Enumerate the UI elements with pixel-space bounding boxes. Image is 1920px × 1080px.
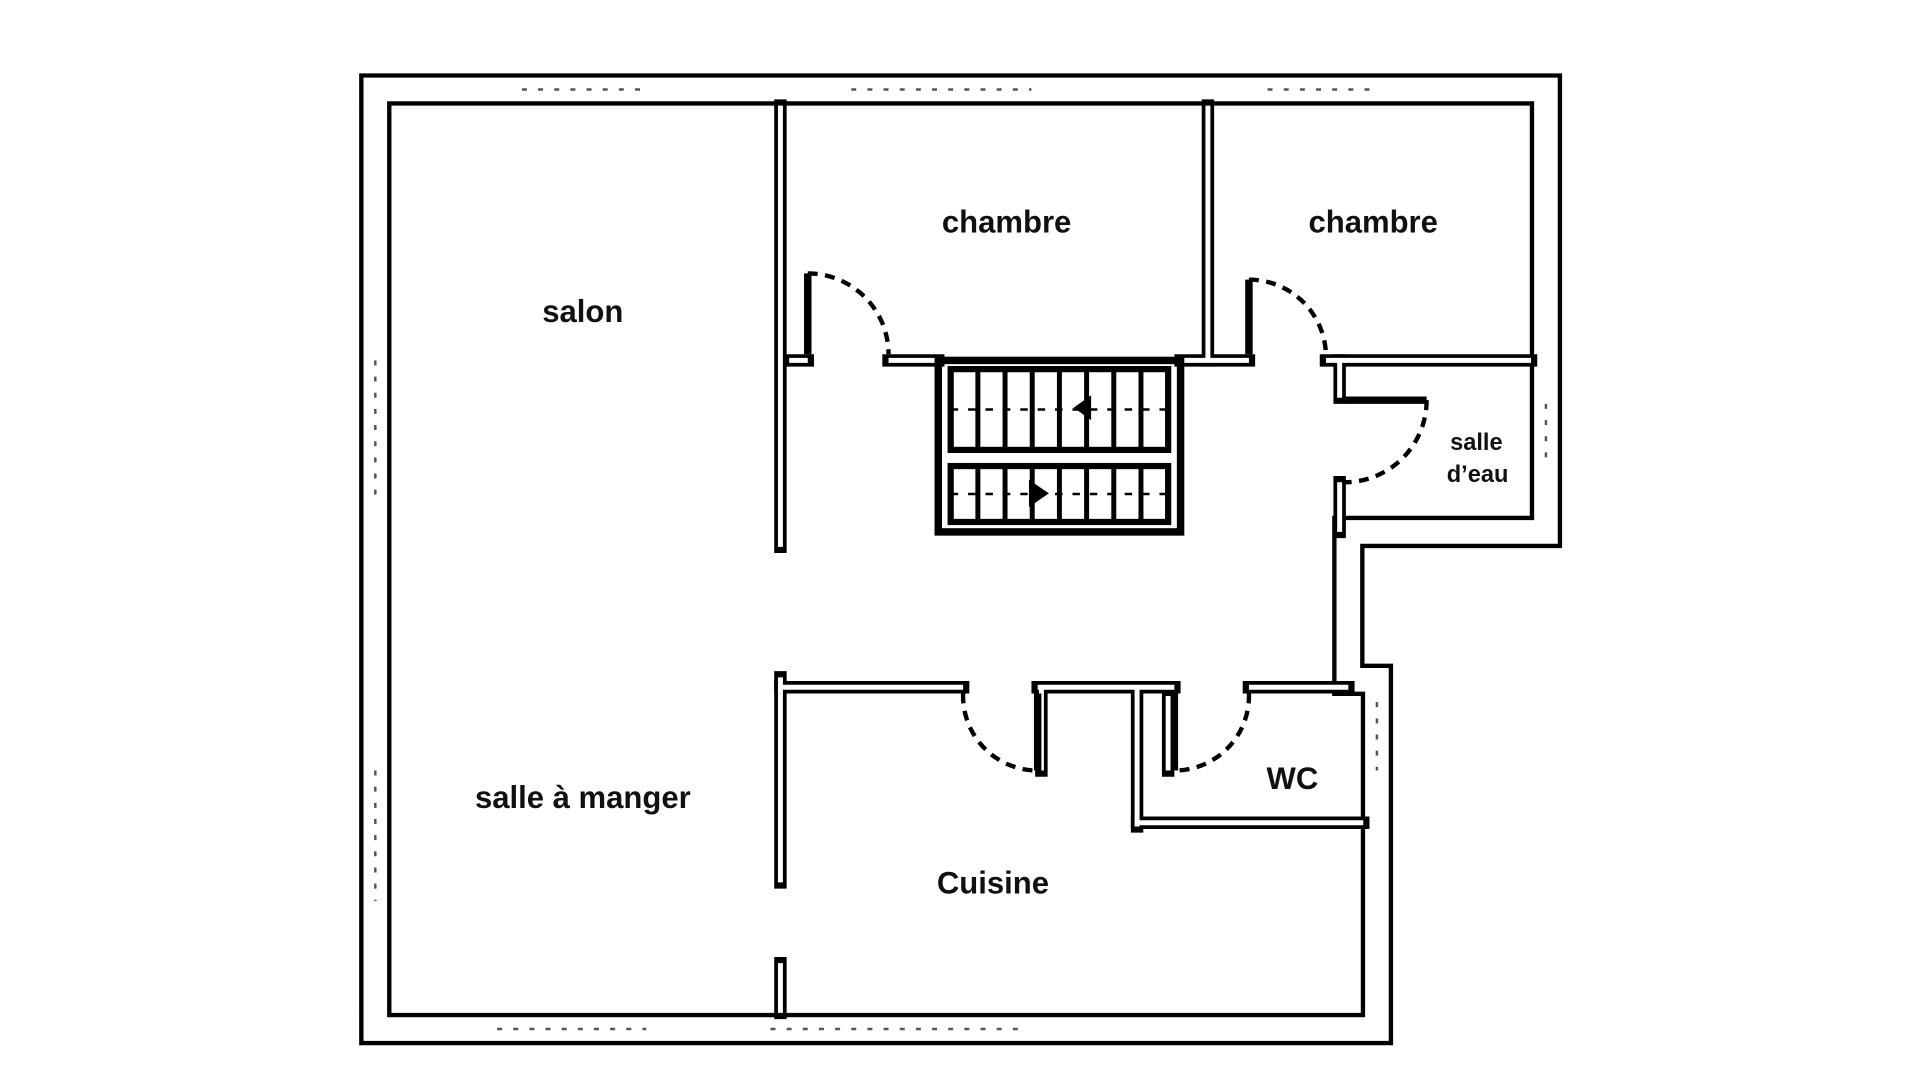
- label-wc: WC: [1267, 761, 1319, 796]
- label-chambre-2: chambre: [1308, 204, 1437, 239]
- interior-walls: [774, 99, 1538, 1020]
- label-salle-deau-1: salle: [1450, 430, 1503, 456]
- stair-arrow-icon: [1073, 395, 1092, 421]
- stair-frame: [934, 356, 1185, 536]
- doors: [804, 271, 1429, 773]
- stair-arrow-icon: [1028, 479, 1049, 508]
- label-cuisine: Cuisine: [937, 866, 1049, 901]
- room-labels: salon salle à manger chambre chambre sal…: [475, 204, 1508, 900]
- label-salon: salon: [542, 294, 623, 329]
- label-salle-deau-2: d’eau: [1447, 462, 1509, 488]
- staircase: [934, 356, 1185, 536]
- label-chambre-1: chambre: [942, 204, 1071, 239]
- label-salle-a-manger: salle à manger: [475, 780, 691, 815]
- exterior-walls: [359, 73, 1563, 1046]
- windows: [374, 88, 1548, 1031]
